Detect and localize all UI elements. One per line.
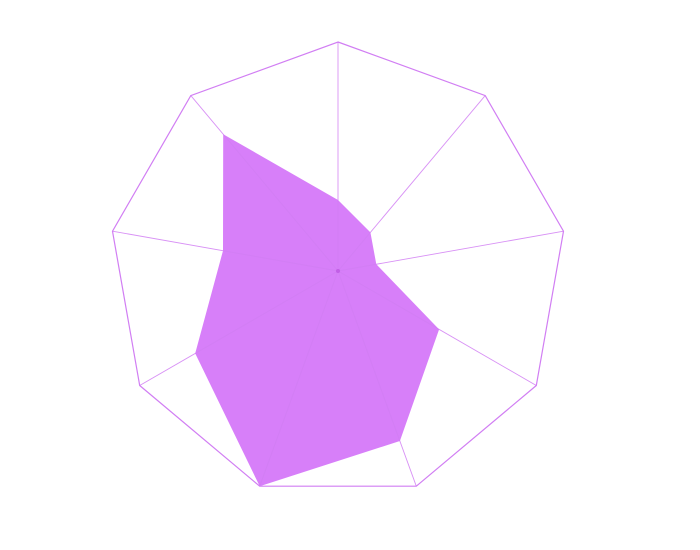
axis-spoke-8	[190, 95, 339, 272]
center-point	[336, 269, 340, 273]
axis-spoke-1	[337, 95, 486, 272]
axis-spoke-3	[337, 270, 537, 386]
axis-spoke-5	[259, 270, 339, 487]
axis-spoke-6	[139, 270, 339, 386]
axis-spoke-7	[112, 230, 339, 272]
series-area-0	[195, 134, 440, 487]
axis-spoke-4	[337, 270, 417, 487]
grid-outer-polygon	[111, 41, 565, 487]
axis-spoke-2	[337, 230, 564, 272]
